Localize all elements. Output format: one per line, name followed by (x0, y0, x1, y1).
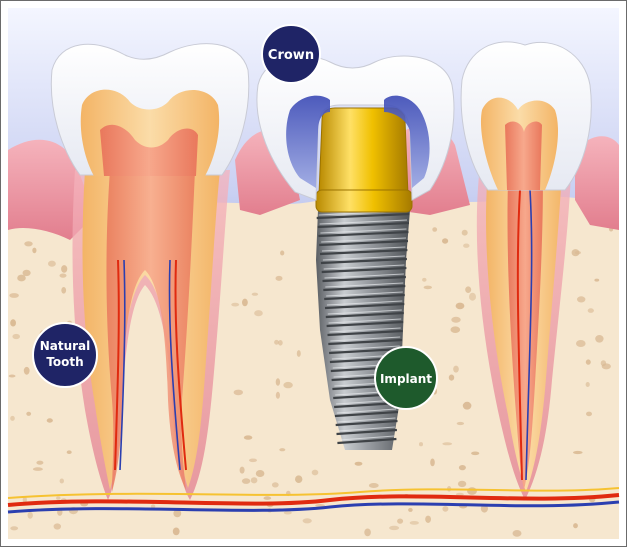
natural-tooth-label-line2: Tooth (46, 355, 83, 369)
natural-tooth-label: Natural Tooth (33, 323, 97, 387)
natural-tooth-label-line1: Natural (40, 339, 91, 353)
crown-label-text: Crown (268, 48, 314, 63)
implant-label: Implant (375, 347, 437, 409)
implant-label-text: Implant (380, 372, 432, 386)
crown-label: Crown (262, 25, 320, 83)
